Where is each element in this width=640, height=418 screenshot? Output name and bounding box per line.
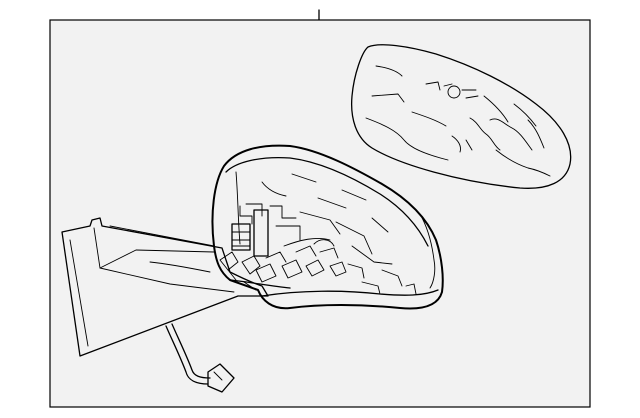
housing-grille	[219, 245, 417, 295]
wire-harness	[165, 323, 235, 393]
mirror-base	[61, 217, 269, 357]
sensor-circle	[447, 85, 461, 99]
mirror-housing	[211, 144, 444, 310]
wire-connector	[207, 363, 235, 393]
diagram-frame	[49, 19, 591, 408]
motor-cylinder	[231, 223, 251, 251]
mirror-mechanism	[231, 173, 393, 265]
mirror-glass	[350, 44, 572, 189]
